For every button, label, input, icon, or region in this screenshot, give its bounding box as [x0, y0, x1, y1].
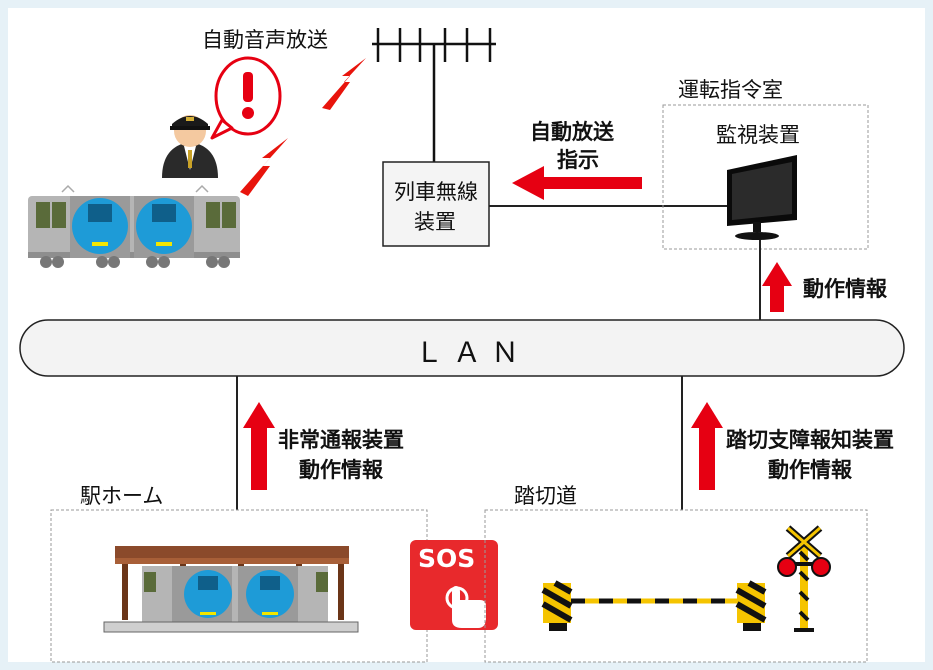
antenna-icon	[372, 28, 496, 162]
station-platform-label: 駅ホーム	[80, 484, 164, 508]
radio-label-1: 列車無線	[394, 180, 478, 204]
sos-button-icon	[410, 540, 498, 630]
lan-label: ＬＡＮ	[415, 336, 530, 369]
crossing-signal-icon	[777, 525, 831, 632]
auto-instruction-label-1: 自動放送	[530, 120, 614, 144]
auto-instruction-label-2: 指示	[557, 148, 599, 172]
crossing-device-label-1: 踏切支障報知装置	[726, 428, 894, 452]
lightning-icon	[240, 58, 366, 196]
dispatch-room-box	[662, 104, 869, 250]
auto-voice-label: 自動音声放送	[202, 28, 328, 52]
level-crossing-box	[484, 509, 868, 663]
sos-label: SOS	[418, 544, 476, 573]
arrow-up-icon	[243, 402, 275, 490]
alert-bubble-icon	[210, 56, 282, 140]
monitor-icon	[727, 155, 797, 240]
lan-bar	[19, 319, 905, 377]
operation-info-label: 動作情報	[803, 277, 887, 301]
emergency-label-2: 動作情報	[299, 458, 383, 482]
level-crossing-label: 踏切道	[514, 484, 577, 508]
station-icon	[103, 546, 359, 633]
train-radio-box	[382, 161, 490, 247]
crossing-barrier-icon	[541, 580, 767, 631]
dispatch-room-label: 運転指令室	[678, 78, 783, 102]
arrow-left-icon	[512, 166, 642, 200]
arrow-up-icon	[691, 402, 723, 490]
emergency-label-1: 非常通報装置	[278, 428, 404, 452]
conductor-icon	[162, 115, 218, 178]
radio-label-2: 装置	[414, 210, 456, 234]
arrow-up-icon	[762, 262, 792, 312]
crossing-device-label-2: 動作情報	[768, 458, 852, 482]
train-icon	[28, 184, 240, 268]
monitor-label: 監視装置	[716, 123, 800, 147]
